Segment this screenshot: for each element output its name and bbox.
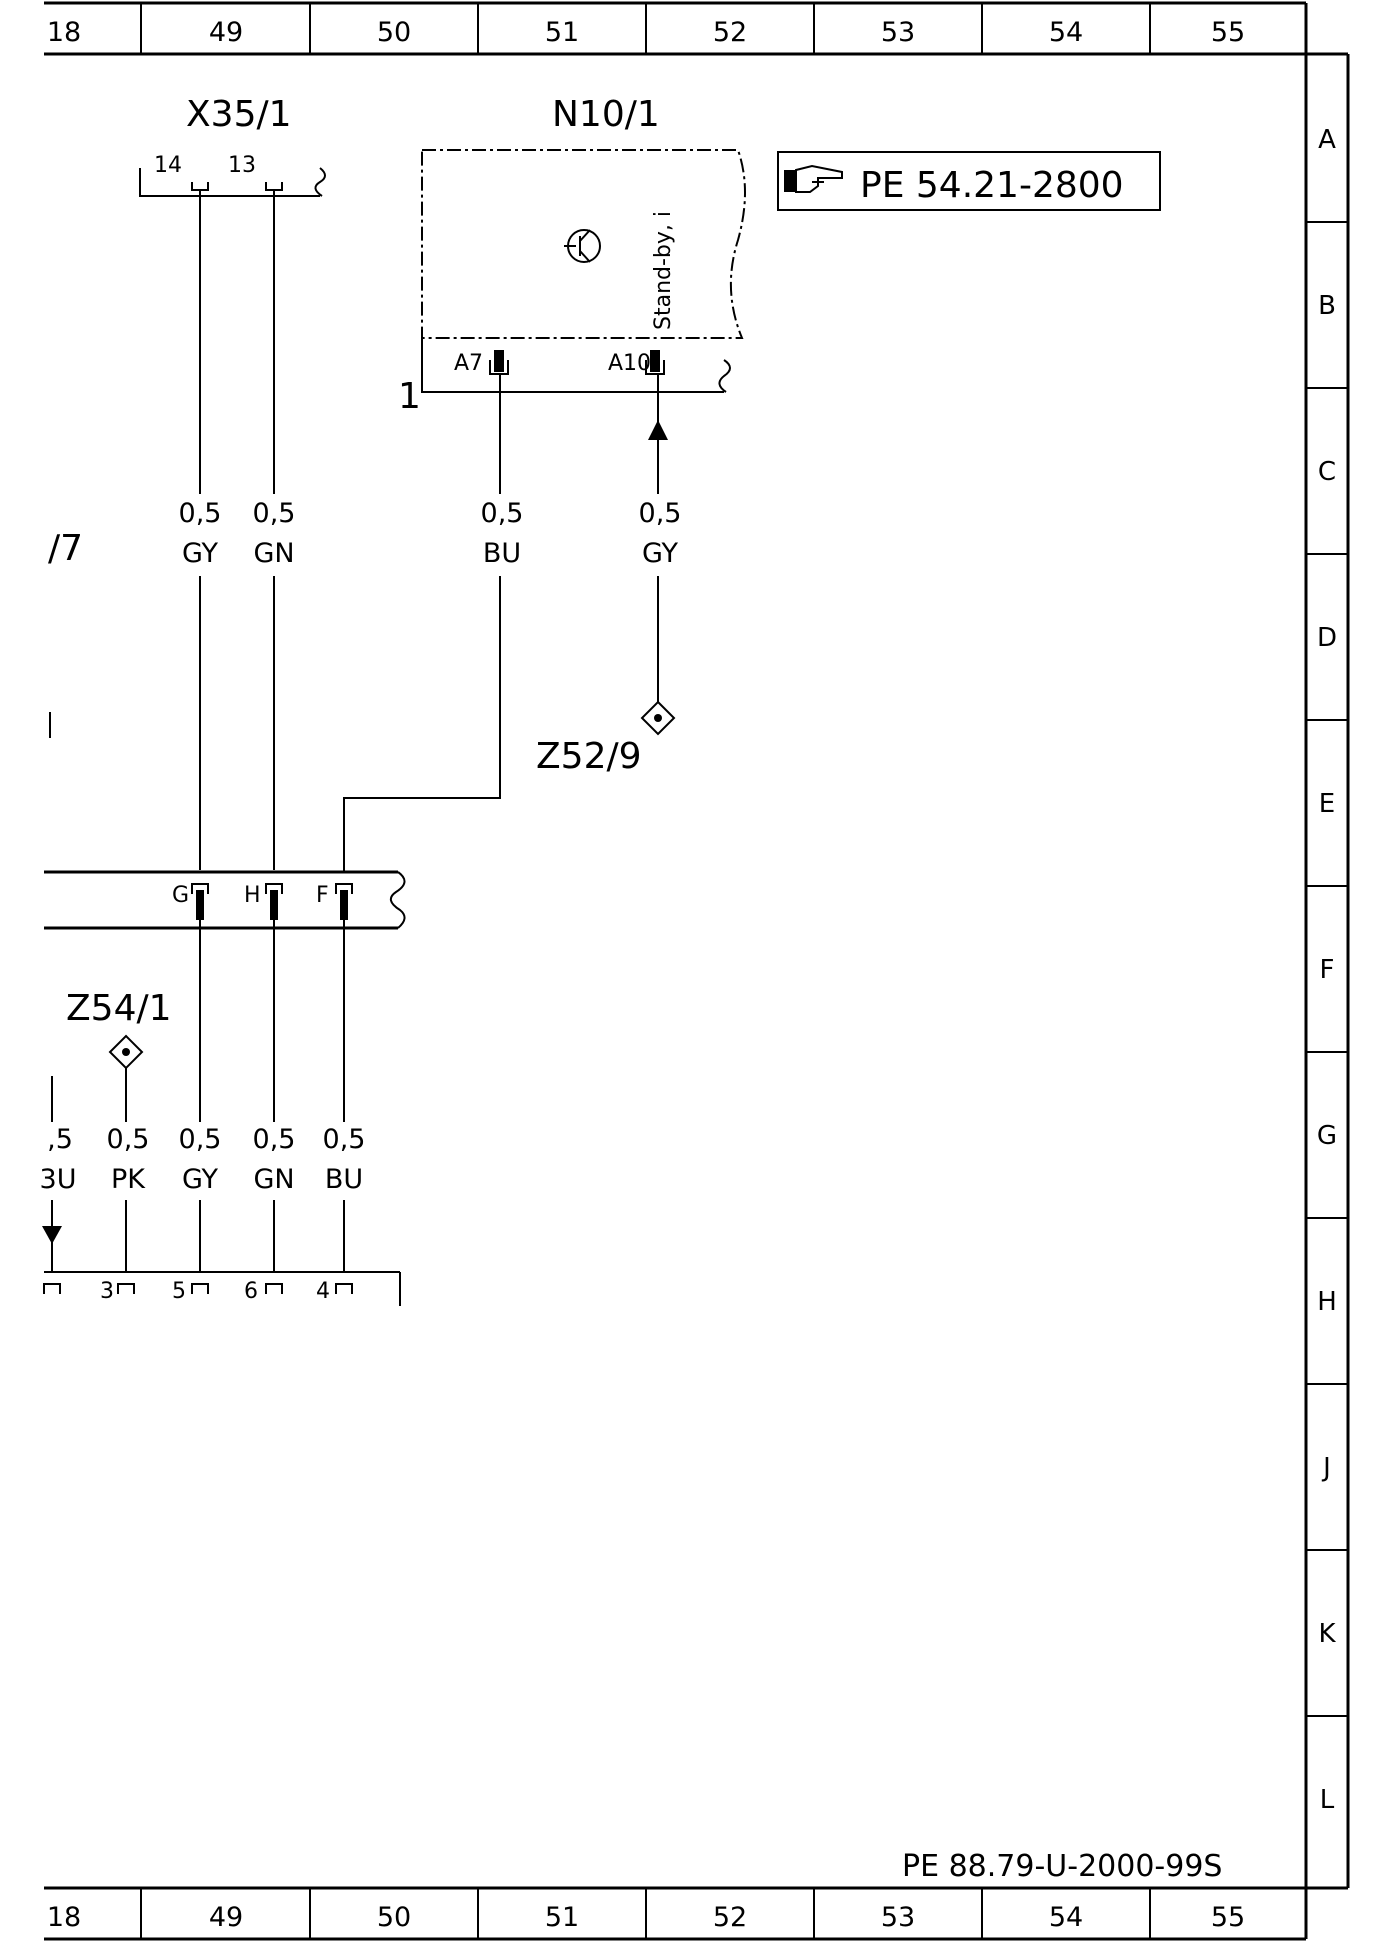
transistor-symbol-icon — [564, 229, 601, 263]
pin-label: G — [172, 883, 189, 908]
col-label: 18 — [47, 17, 81, 48]
partial-left-labels: /7 — [48, 528, 83, 738]
col-label: 51 — [545, 1902, 579, 1933]
pointing-hand-icon — [784, 164, 843, 193]
row-label: J — [1321, 1453, 1331, 1483]
wire-lower-gy: 0,5 GY — [179, 920, 222, 1272]
col-label: 53 — [881, 17, 915, 48]
pin-label: A10 — [608, 351, 651, 376]
unit-marker: 1 — [398, 376, 421, 417]
splice-label: Z54/1 — [66, 988, 172, 1029]
wire-upper-bu: 0,5 BU — [343, 374, 524, 872]
wire-size: 0,5 — [253, 1124, 296, 1155]
sheet-frame — [44, 1, 1350, 1941]
control-unit-n10-1: N10/1 1 A7 A10 Stand-by, i — [398, 94, 746, 417]
row-label: D — [1317, 623, 1337, 653]
wire-color: 3U — [40, 1164, 77, 1195]
wire-color: GN — [253, 1164, 294, 1195]
connector-middle: G H F — [44, 870, 406, 930]
wire-lower-pk: 0,5 PK — [107, 1068, 150, 1272]
wire-lower-bu: 0,5 BU — [323, 920, 366, 1272]
connector-x35-1: X35/1 14 13 — [139, 94, 326, 197]
row-label: A — [1318, 125, 1336, 155]
col-label: 52 — [713, 17, 747, 48]
row-label: F — [1320, 955, 1335, 985]
wire-color: BU — [483, 538, 521, 569]
col-label: 54 — [1049, 1902, 1083, 1933]
pin-label: 4 — [316, 1279, 330, 1304]
wire-size: ,5 — [47, 1124, 73, 1155]
wire-upper-gn: 0,5 GN — [253, 190, 296, 870]
col-label: 18 — [47, 1902, 81, 1933]
wire-size: 0,5 — [107, 1124, 150, 1155]
col-label: 51 — [545, 17, 579, 48]
function-text: Stand-by, i — [651, 211, 676, 330]
splice-z52-9: Z52/9 — [536, 700, 676, 777]
wire-size: 0,5 — [639, 498, 682, 529]
col-label: 49 — [209, 1902, 243, 1933]
pin-label: 6 — [244, 1279, 258, 1304]
connector-bottom: 3 5 6 4 — [43, 1271, 401, 1306]
wire-upper-gy: 0,5 GY — [179, 190, 222, 870]
wire-size: 0,5 — [253, 498, 296, 529]
pin-label: 5 — [172, 1279, 186, 1304]
col-label: 55 — [1211, 1902, 1245, 1933]
col-label: 50 — [377, 1902, 411, 1933]
col-label: 55 — [1211, 17, 1245, 48]
splice-z54-1: Z54/1 — [66, 988, 172, 1070]
reference-text: PE 54.21-2800 — [860, 165, 1124, 206]
wire-color: BU — [325, 1164, 363, 1195]
pin-label: F — [316, 883, 329, 908]
splice-diamond-icon — [640, 700, 676, 736]
wire-color: GN — [253, 538, 294, 569]
drawing-number: PE 88.79-U-2000-99S — [902, 1849, 1222, 1884]
row-label: E — [1319, 789, 1335, 819]
wire-size: 0,5 — [481, 498, 524, 529]
row-label: H — [1317, 1287, 1337, 1317]
reference-box: PE 54.21-2800 — [777, 151, 1161, 211]
component-label: N10/1 — [552, 94, 660, 135]
wire-size: 0,5 — [179, 498, 222, 529]
column-labels-top: 18 49 50 51 52 53 54 55 — [47, 17, 1245, 48]
wire-color: GY — [182, 1164, 219, 1195]
wire-size: 0,5 — [323, 1124, 366, 1155]
wire-lower-gn: 0,5 GN — [253, 920, 296, 1272]
splice-label: Z52/9 — [536, 736, 642, 777]
wire-color: PK — [111, 1164, 146, 1195]
partial-component-label: /7 — [48, 528, 83, 569]
column-labels-bottom: 18 49 50 51 52 53 54 55 — [47, 1902, 1245, 1933]
row-label: K — [1318, 1619, 1336, 1649]
splice-diamond-icon — [108, 1034, 144, 1070]
col-label: 53 — [881, 1902, 915, 1933]
row-labels: A B C D E F G H J K L — [1317, 125, 1337, 1815]
wire-color: GY — [642, 538, 679, 569]
row-label: B — [1318, 291, 1336, 321]
wire-color: GY — [182, 538, 219, 569]
pin-label: H — [244, 883, 261, 908]
row-label: L — [1320, 1785, 1335, 1815]
col-label: 52 — [713, 1902, 747, 1933]
col-label: 54 — [1049, 17, 1083, 48]
pin-label: 13 — [228, 153, 256, 178]
col-label: 49 — [209, 17, 243, 48]
row-label: C — [1318, 457, 1336, 487]
wire-size: 0,5 — [179, 1124, 222, 1155]
row-label: G — [1317, 1121, 1337, 1151]
component-label: X35/1 — [186, 94, 292, 135]
wire-upper-gy-2: 0,5 GY — [639, 374, 682, 702]
wire-lower-bu-partial: ,5 3U — [40, 1076, 77, 1272]
pin-label: 14 — [154, 153, 182, 178]
pin-label: A7 — [454, 351, 483, 376]
col-label: 50 — [377, 17, 411, 48]
pin-label: 3 — [100, 1279, 114, 1304]
